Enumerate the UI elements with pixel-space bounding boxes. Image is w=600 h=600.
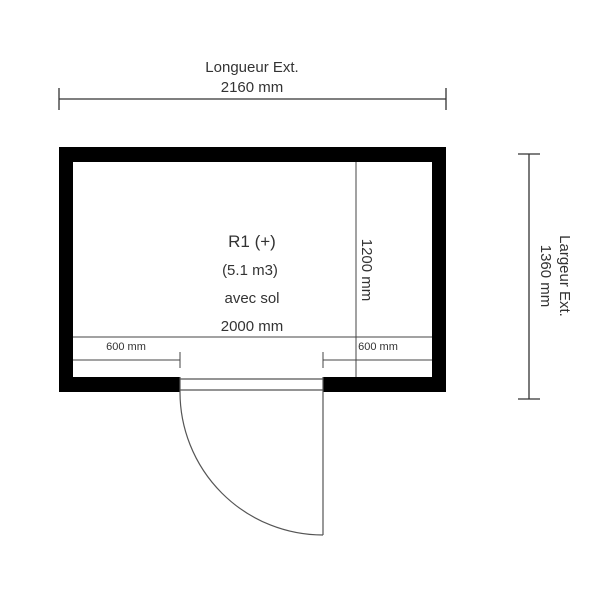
- wall-left: [59, 147, 73, 392]
- room-volume: (5.1 m3): [222, 262, 278, 279]
- outer-length-value: 2160 mm: [221, 79, 284, 96]
- door-offset-right-label: 600 mm: [358, 341, 398, 353]
- outer-width-value: 1360 mm: [537, 245, 554, 308]
- door-swing-arc: [179, 391, 324, 536]
- wall-top: [59, 147, 446, 162]
- wall-right: [432, 147, 446, 392]
- outer-length-dimension: Longueur Ext. 2160 mm: [58, 59, 447, 110]
- room-name: R1 (+): [228, 232, 276, 251]
- outer-width-title: Largeur Ext.: [556, 235, 573, 317]
- wall-bottom-right: [323, 377, 446, 392]
- inner-dimensions: 600 mm 600 mm 1200 mm: [73, 162, 432, 377]
- outer-length-title: Longueur Ext.: [205, 59, 298, 76]
- inner-width-label: 1200 mm: [358, 239, 375, 302]
- door-offset-left-label: 600 mm: [106, 341, 146, 353]
- wall-bottom-left: [59, 377, 180, 392]
- outer-width-dimension: Largeur Ext. 1360 mm: [518, 153, 573, 400]
- door: [179, 377, 324, 536]
- room-label: R1 (+) (5.1 m3) avec sol 2000 mm: [221, 232, 284, 335]
- inner-length-label: 2000 mm: [221, 318, 284, 335]
- room-floor: avec sol: [224, 290, 279, 307]
- walls: [59, 147, 446, 392]
